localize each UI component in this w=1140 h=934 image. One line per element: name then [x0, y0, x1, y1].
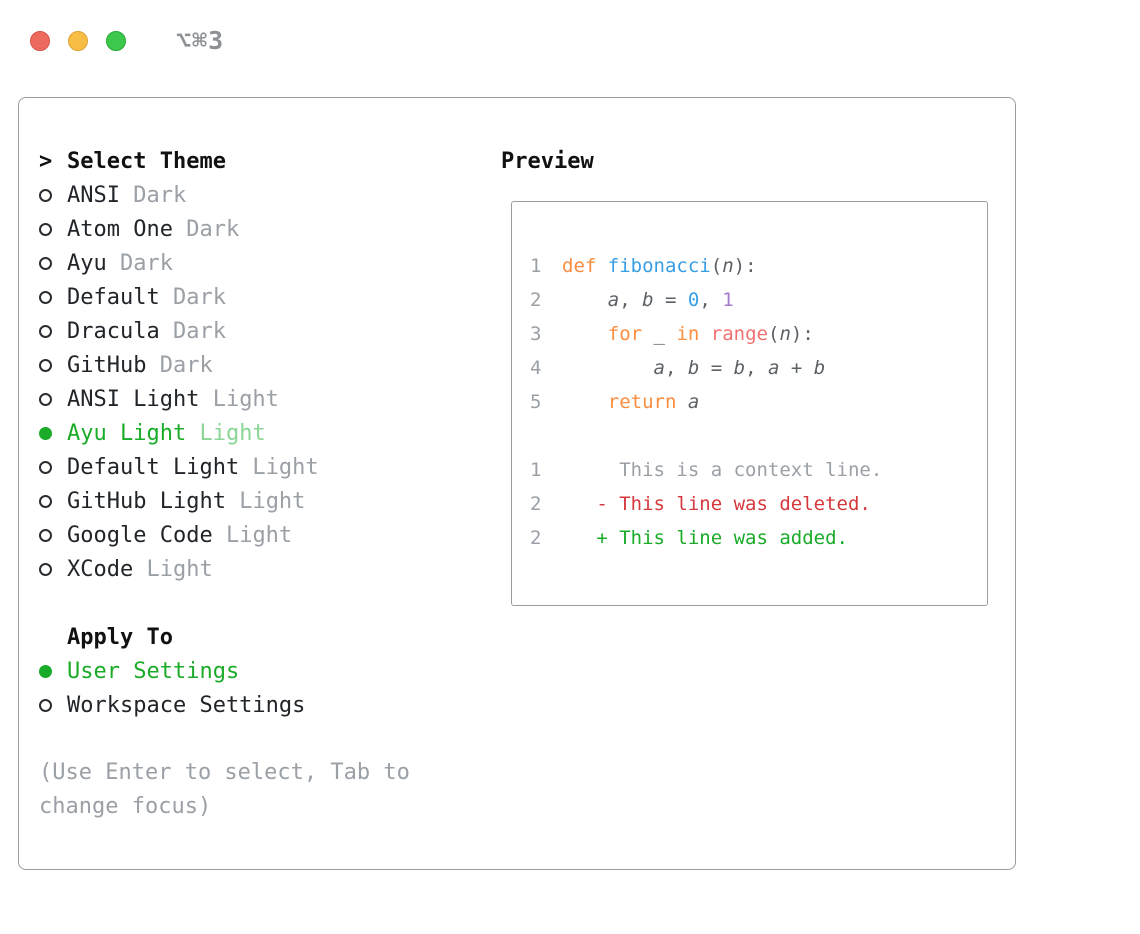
theme-option-label: Atom One Dark — [67, 216, 240, 242]
diff-text: - This line was deleted. — [562, 493, 871, 515]
radio-icon — [39, 392, 67, 406]
code-line: 5 return a — [530, 385, 971, 419]
radio-icon — [39, 562, 67, 576]
hint-text: (Use Enter to select, Tab to change focu… — [39, 760, 410, 819]
line-number: 5 — [530, 391, 542, 413]
zoom-button[interactable] — [106, 30, 126, 51]
theme-option-dracula[interactable]: Dracula Dark — [39, 314, 444, 348]
code-line: 3 for _ in range(n): — [530, 317, 971, 351]
radio-icon — [39, 460, 67, 474]
theme-option-xcode[interactable]: XCode Light — [39, 552, 444, 586]
theme-option-label: ANSI Dark — [67, 182, 187, 208]
theme-option-label: Google Code Light — [67, 522, 293, 548]
code-text: a, b = b, a + b — [653, 357, 826, 379]
code-text: return a — [607, 391, 700, 413]
radio-icon — [39, 222, 67, 236]
code-text: a, b = 0, 1 — [607, 289, 734, 311]
line-number: 2 — [530, 289, 542, 311]
theme-option-label: XCode Light — [67, 556, 213, 582]
theme-option-ayu-light[interactable]: Ayu Light Light — [39, 416, 444, 450]
radio-selected-icon — [39, 426, 67, 440]
theme-option-default[interactable]: Default Dark — [39, 280, 444, 314]
theme-option-ansi-light[interactable]: ANSI Light Light — [39, 382, 444, 416]
window-shortcut-label: ⌥⌘3 — [176, 26, 225, 55]
radio-selected-icon — [39, 664, 67, 678]
close-button[interactable] — [30, 30, 50, 51]
theme-option-label: Default Dark — [67, 284, 226, 310]
radio-icon — [39, 324, 67, 338]
line-number: 3 — [530, 323, 542, 345]
theme-option-label: ANSI Light Light — [67, 386, 279, 412]
theme-option-label: Ayu Light Light — [67, 420, 266, 446]
code-line: 4 a, b = b, a + b — [530, 351, 971, 385]
apply-option-workspace-settings[interactable]: Workspace Settings — [39, 688, 444, 722]
theme-option-label: GitHub Dark — [67, 352, 213, 378]
code-text: def fibonacci(n): — [562, 255, 757, 277]
radio-icon — [39, 528, 67, 542]
radio-icon — [39, 698, 67, 712]
apply-option-label: Workspace Settings — [67, 692, 306, 718]
theme-option-ansi[interactable]: ANSI Dark — [39, 178, 444, 212]
apply-option-label: User Settings — [67, 658, 240, 684]
radio-icon — [39, 358, 67, 372]
theme-option-github-light[interactable]: GitHub Light Light — [39, 484, 444, 518]
apply-to-title: Apply To — [67, 624, 173, 650]
diff-line-added: 2 + This line was added. — [530, 521, 971, 555]
select-theme-title-row: > Select Theme — [39, 144, 444, 178]
line-number: 4 — [530, 357, 542, 379]
line-number: 1 — [530, 255, 542, 277]
theme-option-ayu[interactable]: Ayu Dark — [39, 246, 444, 280]
select-theme-title: Select Theme — [67, 148, 226, 174]
line-number: 2 — [530, 493, 542, 515]
preview-title: Preview — [501, 148, 594, 174]
apply-to-title-row: Apply To — [39, 620, 444, 654]
cursor-icon: > — [39, 148, 53, 174]
apply-option-user-settings[interactable]: User Settings — [39, 654, 444, 688]
diff-preview: 1 This is a context line.2 - This line w… — [530, 453, 971, 555]
theme-option-label: Ayu Dark — [67, 250, 173, 276]
minimize-button[interactable] — [68, 30, 88, 51]
window-titlebar: ⌥⌘3 — [30, 26, 224, 55]
theme-option-label: Default Light Light — [67, 454, 319, 480]
theme-option-default-light[interactable]: Default Light Light — [39, 450, 444, 484]
radio-icon — [39, 494, 67, 508]
diff-line-context: 1 This is a context line. — [530, 453, 971, 487]
line-number: 1 — [530, 459, 542, 481]
diff-text: + This line was added. — [562, 527, 848, 549]
theme-option-atom-one[interactable]: Atom One Dark — [39, 212, 444, 246]
code-text: for _ in range(n): — [607, 323, 814, 345]
theme-option-label: GitHub Light Light — [67, 488, 306, 514]
radio-icon — [39, 188, 67, 202]
theme-option-github[interactable]: GitHub Dark — [39, 348, 444, 382]
code-line: 2 a, b = 0, 1 — [530, 283, 971, 317]
code-line: 1 def fibonacci(n): — [530, 249, 971, 283]
theme-option-google-code[interactable]: Google Code Light — [39, 518, 444, 552]
theme-option-label: Dracula Dark — [67, 318, 226, 344]
diff-line-deleted: 2 - This line was deleted. — [530, 487, 971, 521]
diff-text: This is a context line. — [562, 459, 883, 481]
radio-icon — [39, 290, 67, 304]
spacer — [39, 722, 444, 756]
spacer — [39, 586, 444, 620]
line-number: 2 — [530, 527, 542, 549]
spacer — [530, 419, 971, 453]
radio-icon — [39, 256, 67, 270]
